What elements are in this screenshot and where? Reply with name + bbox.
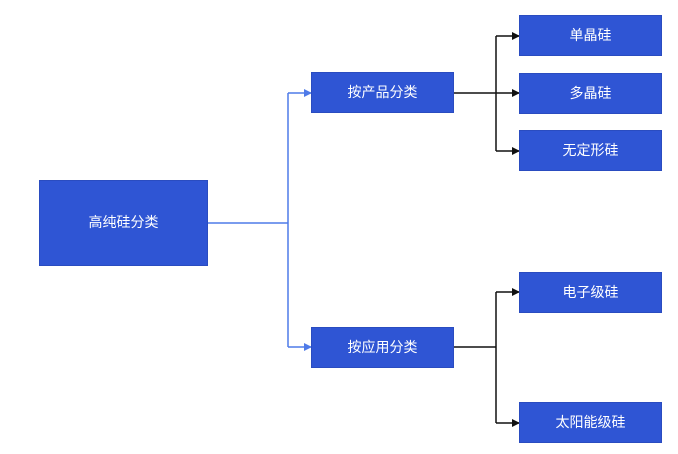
solar-grade-node: 太阳能级硅 [519,402,662,443]
single-crystal-label: 单晶硅 [569,27,612,44]
polycrystal-label: 多晶硅 [569,85,612,102]
application-category-node: 按应用分类 [311,327,454,368]
polycrystal-node: 多晶硅 [519,73,662,114]
root-node: 高纯硅分类 [39,180,208,266]
product-category-node: 按产品分类 [311,72,454,113]
electronic-grade-label: 电子级硅 [562,284,619,301]
application-category-label: 按应用分类 [347,339,418,356]
root-node-label: 高纯硅分类 [88,215,159,231]
amorphous-label: 无定形硅 [562,142,619,159]
product-category-label: 按产品分类 [347,84,418,101]
amorphous-node: 无定形硅 [519,130,662,171]
electronic-grade-node: 电子级硅 [519,272,662,313]
solar-grade-label: 太阳能级硅 [555,414,626,431]
single-crystal-node: 单晶硅 [519,15,662,56]
